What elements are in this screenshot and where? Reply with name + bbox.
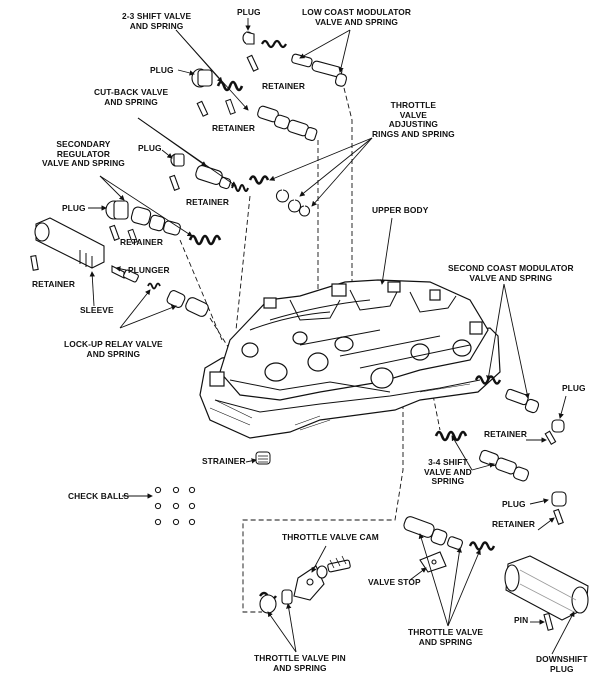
- shift-valve-3-4-parts: [434, 430, 567, 525]
- label-low-coast-modulator: LOW COAST MODULATOR VALVE AND SPRING: [302, 7, 412, 27]
- low-coast-modulator-parts: [242, 31, 348, 87]
- label-retainer-right: RETAINER: [484, 429, 527, 439]
- secondary-regulator-parts: [105, 200, 222, 246]
- throttle-valve-pin-spring: [259, 589, 293, 614]
- label-plunger: PLUNGER: [128, 265, 170, 275]
- upper-body-casting: [199, 279, 501, 439]
- label-plug-top: PLUG: [237, 7, 261, 17]
- label-plug-3-4: PLUG: [502, 499, 526, 509]
- check-balls: [154, 486, 196, 526]
- throttle-valve-cam-part: [293, 555, 351, 601]
- label-plug-cut-back: PLUG: [138, 143, 162, 153]
- strainer-part: [255, 451, 271, 465]
- label-sleeve: SLEEVE: [80, 305, 114, 315]
- label-throttle-valve-and-spring: THROTTLE VALVE AND SPRING: [408, 627, 484, 647]
- retainer-pieces: [127, 98, 236, 244]
- label-strainer: STRAINER: [202, 456, 246, 466]
- label-retainer-secondary: RETAINER: [120, 237, 163, 247]
- label-retainer-top: RETAINER: [262, 81, 305, 91]
- label-lock-up-relay-valve: LOCK-UP RELAY VALVE AND SPRING: [64, 339, 163, 359]
- label-plug-left: PLUG: [150, 65, 174, 75]
- label-upper-body: UPPER BODY: [372, 205, 429, 215]
- label-throttle-valve-pin-spring: THROTTLE VALVE PIN AND SPRING: [254, 653, 346, 673]
- label-pin: PIN: [514, 615, 529, 625]
- label-plug-secondary: PLUG: [62, 203, 86, 213]
- label-2-3-shift-valve: 2-3 SHIFT VALVE AND SPRING: [122, 11, 192, 31]
- label-valve-stop: VALVE STOP: [368, 577, 421, 587]
- label-retainer-mid: RETAINER: [212, 123, 255, 133]
- throttle-adjusting-rings: [248, 175, 311, 217]
- valve-stop-part: [419, 551, 447, 573]
- label-retainer-3-4: RETAINER: [492, 519, 535, 529]
- label-throttle-adjusting-rings: THROTTLE VALVE ADJUSTING RINGS AND SPRIN…: [372, 100, 455, 139]
- label-second-coast-modulator: SECOND COAST MODULATOR VALVE AND SPRING: [448, 263, 574, 283]
- leader-lines: [88, 18, 575, 655]
- label-secondary-regulator: SECONDARY REGULATOR VALVE AND SPRING: [42, 139, 125, 168]
- throttle-valve-downshift-parts: [403, 516, 589, 631]
- label-retainer-cut-back: RETAINER: [186, 197, 229, 207]
- sleeve-lockup-parts: [30, 217, 209, 317]
- label-retainer-far-left: RETAINER: [32, 279, 75, 289]
- shift-valve-2-3-parts: [191, 68, 318, 142]
- label-throttle-valve-cam: THROTTLE VALVE CAM: [282, 532, 379, 542]
- second-coast-modulator-parts: [474, 375, 565, 445]
- label-plug-right: PLUG: [562, 383, 586, 393]
- cut-back-valve-parts: [169, 153, 249, 192]
- label-cut-back-valve: CUT-BACK VALVE AND SPRING: [94, 87, 169, 107]
- label-check-balls: CHECK BALLS: [68, 491, 130, 501]
- label-3-4-shift-valve: 3-4 SHIFT VALVE AND SPRING: [424, 457, 472, 486]
- label-downshift-plug: DOWNSHIFT PLUG: [536, 654, 588, 674]
